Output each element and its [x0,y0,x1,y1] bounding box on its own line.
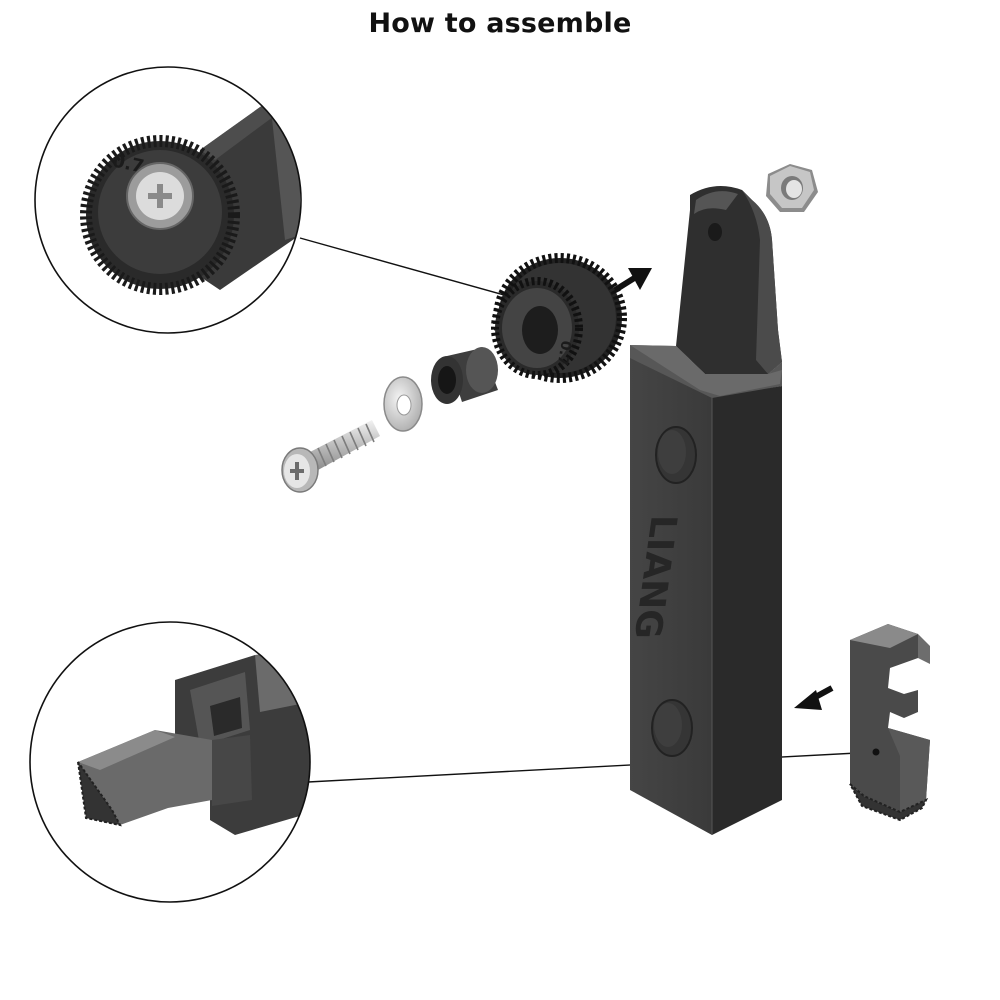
holder-body: LIANG [626,186,782,835]
page-title: How to assemble [368,8,632,39]
arrow-jaw-direction [794,685,834,710]
leader-line-jaw [307,751,877,783]
washer [383,376,423,432]
knurl-wheel: 0.7 [491,253,627,383]
spacer-bushing [431,347,498,404]
detail-knurl-closeup: 0.7 [34,66,302,334]
arrow-knurl-direction [610,268,652,295]
jaw-insert [849,624,930,822]
leader-line-knurl [299,237,523,301]
screw [281,420,380,493]
knurl-size-engraving: 0.7 [554,339,574,366]
hex-nut [766,164,818,212]
detail-jaw-closeup [29,621,311,903]
